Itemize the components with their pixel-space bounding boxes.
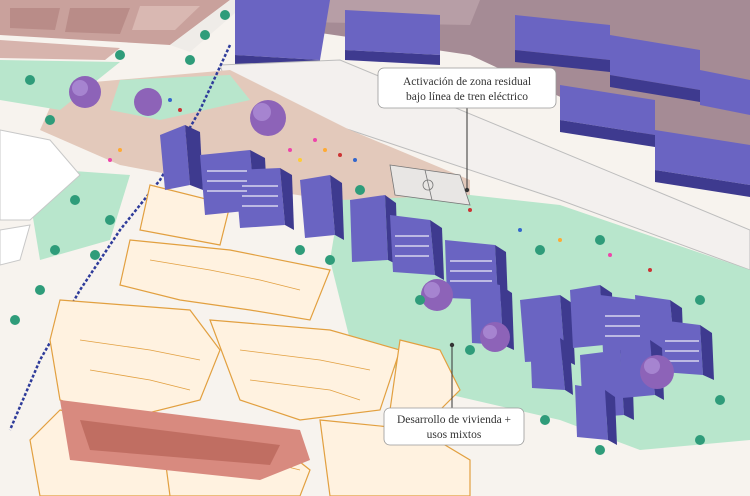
sports-court: [389, 164, 471, 206]
tree-icon: [355, 185, 365, 195]
street-trees: [10, 10, 725, 455]
tree-icon: [535, 245, 545, 255]
callout-top-line2: bajo línea de tren eléctrico: [406, 91, 528, 103]
tree-icon: [115, 50, 125, 60]
tree-icon: [295, 245, 305, 255]
tree-icon: [540, 415, 550, 425]
callout-bottom-box: [383, 407, 525, 446]
existing-white-buildings-left: [0, 129, 81, 266]
residential-blocks-top-right: [345, 10, 750, 197]
tree-icon: [50, 245, 60, 255]
callout-bottom: Desarrollo de vivienda + usos mixtos: [383, 342, 525, 446]
existing-block-bottom: [60, 400, 310, 480]
tree-icon: [480, 322, 510, 352]
info-pin-icon: [464, 187, 470, 193]
tree-icon: [695, 435, 705, 445]
callout-top-line1: Activación de zona residual: [403, 76, 531, 88]
new-mixed-use-blocks: [29, 184, 471, 496]
tree-icon: [45, 115, 55, 125]
tree-icon: [10, 315, 20, 325]
facade-windows: [207, 170, 699, 362]
callout-top-box: [377, 67, 557, 109]
tree-icon: [415, 295, 425, 305]
tree-icon: [465, 345, 475, 355]
tree-icon: [695, 295, 705, 305]
callout-bottom-line2: usos mixtos: [427, 429, 482, 441]
tree-icon: [105, 215, 115, 225]
tree-icon: [325, 255, 335, 265]
callout-bottom-line1: Desarrollo de vivienda +: [397, 414, 511, 426]
tree-icon: [715, 395, 725, 405]
electric-train-line: [8, 44, 232, 431]
tree-icon: [35, 285, 45, 295]
jacaranda-tree-highlights: [72, 80, 660, 374]
callout-top: Activación de zona residual bajo línea d…: [377, 67, 557, 193]
tree-icon: [25, 75, 35, 85]
existing-urban-fabric-top-left: [0, 0, 230, 60]
info-pin-icon: [449, 342, 455, 348]
tree-icon: [595, 235, 605, 245]
tree-icon: [70, 195, 80, 205]
tree-icon: [185, 55, 195, 65]
tree-icon: [595, 445, 605, 455]
tree-icon: [220, 10, 230, 20]
tree-icon: [200, 30, 210, 40]
tree-icon: [134, 88, 162, 116]
people-and-activities: [108, 98, 652, 272]
tree-icon: [90, 250, 100, 260]
main-road: [170, 0, 250, 52]
